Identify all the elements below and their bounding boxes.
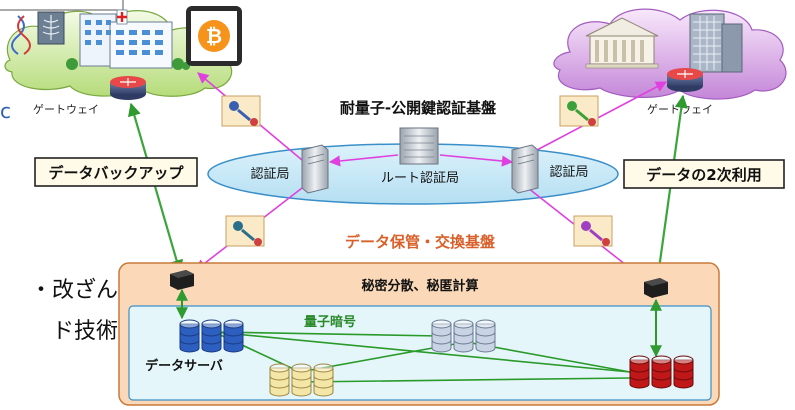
left-ca-label: 認証局: [250, 166, 289, 182]
root-ca-label: ルート認証局: [381, 170, 459, 186]
cut-letter: c: [0, 99, 11, 123]
certificate-key-icon-top-left: [221, 95, 261, 127]
secret-sharing-label: 秘密分散、秘匿計算: [361, 278, 478, 294]
data-server-label: データサーバ: [145, 358, 223, 374]
tablet-icon: [186, 6, 242, 66]
pki-title: 耐量子-公開鍵認証基盤: [340, 99, 497, 117]
data-server-yellow-icon: [269, 363, 334, 397]
hospital-icon: [66, 9, 190, 70]
data-server-red-icon: [629, 355, 694, 389]
xray-icon: [37, 11, 65, 45]
certificate-key-icon-bottom-left: [225, 215, 265, 247]
quantum-crypto-label: 量子暗号: [304, 314, 356, 330]
data-server-blue-icon: [179, 319, 244, 353]
certificate-key-icon-bottom-right: [573, 215, 613, 247]
storage-node-right-icon: [644, 278, 668, 298]
dna-icon: [11, 15, 31, 55]
left-gateway-label: ゲートウェイ: [33, 103, 99, 116]
root-ca-server-icon: [399, 127, 439, 165]
right-router-icon: [667, 68, 703, 92]
data-server-gray-icon: [431, 319, 496, 353]
cropped-text-line1: ・改ざん: [29, 278, 118, 303]
backup-label: データバックアップ: [48, 164, 184, 182]
secondary-use-label-box: [623, 159, 785, 189]
left-ca-server-icon: [301, 144, 329, 194]
storage-title: データ保管・交換基盤: [345, 233, 496, 251]
cropped-text-line2: ド技術: [51, 319, 118, 344]
right-ca-label: 認証局: [549, 164, 588, 180]
certificate-key-icon-top-right: [559, 95, 599, 127]
secondary-use-label: データの2次利用: [646, 166, 761, 184]
backup-label-box: [34, 157, 198, 187]
left-router-icon: [110, 76, 146, 100]
government-building-icon: [585, 17, 659, 69]
office-tower-icon: [689, 13, 743, 73]
bitcoin-icon: ₿: [206, 24, 222, 48]
cropped-panel: [0, 0, 124, 11]
storage-node-left-icon: [170, 270, 194, 290]
right-ca-server-icon: [511, 144, 539, 194]
